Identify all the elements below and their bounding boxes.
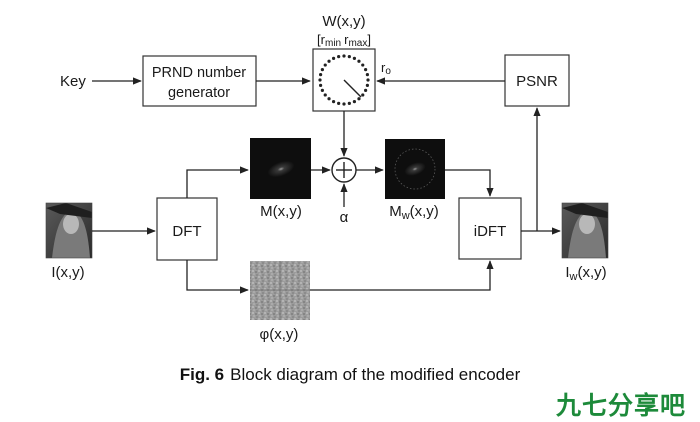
dial-dot	[361, 63, 365, 67]
dial-dot	[357, 59, 361, 63]
dial-dot	[342, 54, 346, 58]
figure-number: Fig. 6	[179, 365, 225, 384]
dft-label: DFT	[172, 223, 201, 240]
idft-block: iDFT	[458, 197, 522, 260]
dft-to-magnitude-arrow	[186, 166, 249, 198]
r0-label: ro	[381, 60, 391, 77]
dial-dot	[320, 88, 324, 93]
dial-dot	[342, 102, 346, 106]
figure-caption: Fig. 6 Block diagram of the modified enco…	[0, 365, 700, 385]
dft-to-phase-arrow	[186, 260, 249, 294]
watermarked-magnitude-image	[385, 139, 445, 199]
magnitude-label: M(x,y)	[260, 203, 302, 220]
dial-dot	[352, 100, 357, 104]
output-image	[561, 202, 609, 259]
psnr-block: PSNR	[504, 54, 570, 107]
dial-dot	[337, 101, 341, 105]
watermarked-to-idft-arrow	[445, 169, 494, 197]
dial-dot	[364, 67, 368, 72]
dial-dot	[364, 88, 368, 93]
key-label: Key	[60, 73, 86, 90]
dial-dot	[347, 101, 351, 105]
dial-dot	[357, 97, 361, 101]
dial-dot	[327, 97, 331, 101]
idft-label: iDFT	[474, 223, 507, 240]
output-image-label: Iw(x,y)	[565, 264, 606, 283]
watermarked-magnitude-label: Mw(x,y)	[389, 203, 439, 222]
dial-dot	[331, 56, 336, 60]
input-image	[45, 202, 93, 259]
prnd-label-line1: PRND number	[152, 65, 246, 81]
dial-dot	[319, 83, 323, 87]
phase-to-idft-arrow	[310, 260, 494, 291]
alpha-label: α	[340, 209, 349, 226]
dial-dot	[361, 93, 365, 97]
summing-junction	[331, 157, 357, 183]
dial-dot	[331, 100, 336, 104]
dial-dot	[318, 78, 322, 82]
dial-dot	[337, 55, 341, 59]
dial-dot	[365, 83, 369, 87]
dial-dot	[352, 56, 357, 60]
prnd-generator-block: PRND number generator	[142, 55, 257, 107]
dial-dot	[323, 93, 327, 97]
psnr-label: PSNR	[516, 73, 558, 90]
phase-label: φ(x,y)	[260, 326, 299, 343]
dial-dot	[366, 78, 370, 82]
w-label: W(x,y)	[322, 13, 365, 30]
dial-icon	[312, 48, 376, 112]
site-watermark: 九七分享吧	[555, 391, 686, 420]
dial-dot	[365, 73, 369, 77]
dial-dot	[319, 73, 323, 77]
dial-dot	[347, 55, 351, 59]
figure-caption-text: Block diagram of the modified encoder	[230, 365, 521, 384]
input-image-label: I(x,y)	[51, 264, 84, 281]
dft-block: DFT	[156, 197, 218, 261]
dial-dot	[327, 59, 331, 63]
dial-dot	[323, 63, 327, 67]
dial-dot	[320, 67, 324, 72]
phase-image	[250, 261, 310, 320]
prnd-label-line2: generator	[168, 85, 230, 101]
magnitude-spectrum-image	[250, 138, 311, 199]
